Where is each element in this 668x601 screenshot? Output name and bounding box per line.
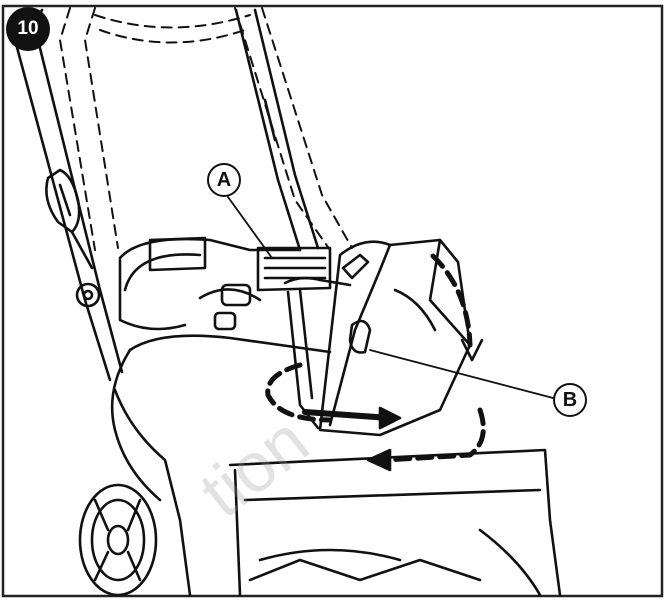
- chute-crank: [283, 253, 370, 430]
- leader-b: [369, 349, 554, 399]
- callout-a: A: [207, 163, 241, 197]
- handle-alt-position: [59, 7, 353, 251]
- figure-border: [1, 4, 664, 598]
- handle-right: [234, 8, 320, 252]
- control-lever: [45, 168, 101, 308]
- auger-housing: [110, 334, 562, 597]
- leader-a: [227, 196, 273, 259]
- handle-left: [12, 8, 124, 382]
- rotation-arrows: [265, 253, 486, 472]
- wheel: [78, 483, 158, 597]
- step-number-badge: 10: [6, 7, 50, 51]
- engine-body: [118, 236, 332, 331]
- callout-b: B: [553, 383, 587, 417]
